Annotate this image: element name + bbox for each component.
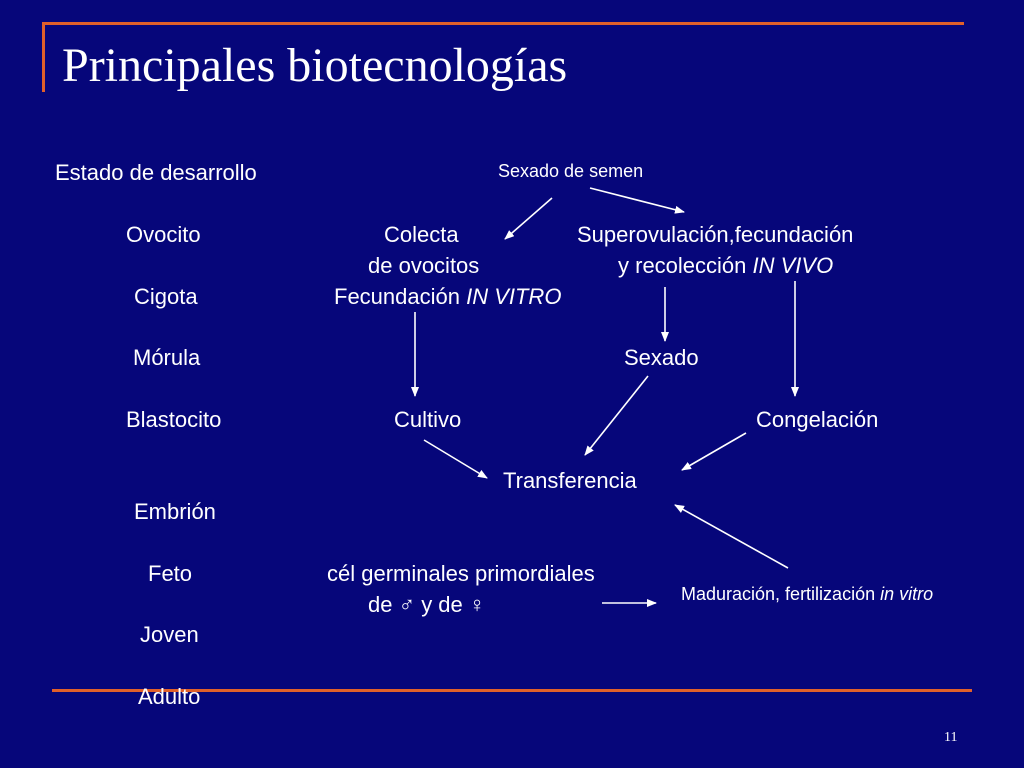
stage-feto: Feto bbox=[148, 561, 193, 586]
node-colecta-line1: Colecta bbox=[384, 222, 459, 247]
stage-blastocito: Blastocito bbox=[126, 407, 222, 432]
arrow-semen-to-colecta bbox=[504, 197, 553, 240]
stage-joven: Joven bbox=[140, 622, 199, 647]
node-superovulacion-line1: Superovulación,fecundación bbox=[577, 222, 854, 247]
stage-cigota: Cigota bbox=[134, 284, 198, 309]
left-accent-line bbox=[42, 22, 45, 92]
page-number: 11 bbox=[944, 730, 958, 745]
bottom-accent-line bbox=[52, 689, 972, 692]
maduracion-text: Maduración, fertilización bbox=[681, 584, 881, 604]
arrow-semen-to-superovulacion bbox=[589, 187, 685, 214]
stage-ovocito: Ovocito bbox=[126, 222, 201, 247]
node-sexado-semen: Sexado de semen bbox=[498, 161, 644, 181]
fecundacion-text: Fecundación bbox=[334, 284, 467, 309]
stage-embrion: Embrión bbox=[134, 499, 216, 524]
node-maduracion: Maduración, fertilización in vitro bbox=[681, 585, 933, 603]
stage-morula: Mórula bbox=[133, 345, 201, 370]
arrow-sexado-to-transferencia bbox=[584, 375, 649, 456]
node-celulas-line1: cél germinales primordiales bbox=[327, 561, 595, 586]
node-cultivo: Cultivo bbox=[394, 407, 462, 432]
node-celulas-line2: de ♂ y de ♀ bbox=[368, 592, 486, 617]
node-colecta-line2: de ovocitos bbox=[368, 253, 480, 278]
stages-header: Estado de desarrollo bbox=[55, 160, 257, 185]
top-accent-line bbox=[42, 22, 964, 25]
slide-title: Principales biotecnologías bbox=[62, 39, 568, 92]
node-congelacion: Congelación bbox=[756, 407, 879, 432]
in-vivo-text: IN VIVO bbox=[752, 253, 834, 278]
node-fecundacion-in-vitro: Fecundación IN VITRO bbox=[334, 286, 561, 308]
stage-adulto: Adulto bbox=[138, 684, 201, 709]
arrow-maduracion-to-transferencia bbox=[674, 504, 789, 569]
node-superovulacion-line2: y recolección IN VIVO bbox=[618, 255, 833, 277]
in-vitro-text: in vitro bbox=[880, 584, 934, 604]
in-vitro-caps-text: IN VITRO bbox=[466, 284, 562, 309]
node-sexado: Sexado bbox=[624, 345, 699, 370]
node-transferencia: Transferencia bbox=[503, 468, 637, 493]
arrow-congelacion-to-transferencia bbox=[681, 432, 747, 471]
recoleccion-text: y recolección bbox=[618, 253, 753, 278]
arrow-cultivo-to-transferencia bbox=[423, 439, 488, 479]
